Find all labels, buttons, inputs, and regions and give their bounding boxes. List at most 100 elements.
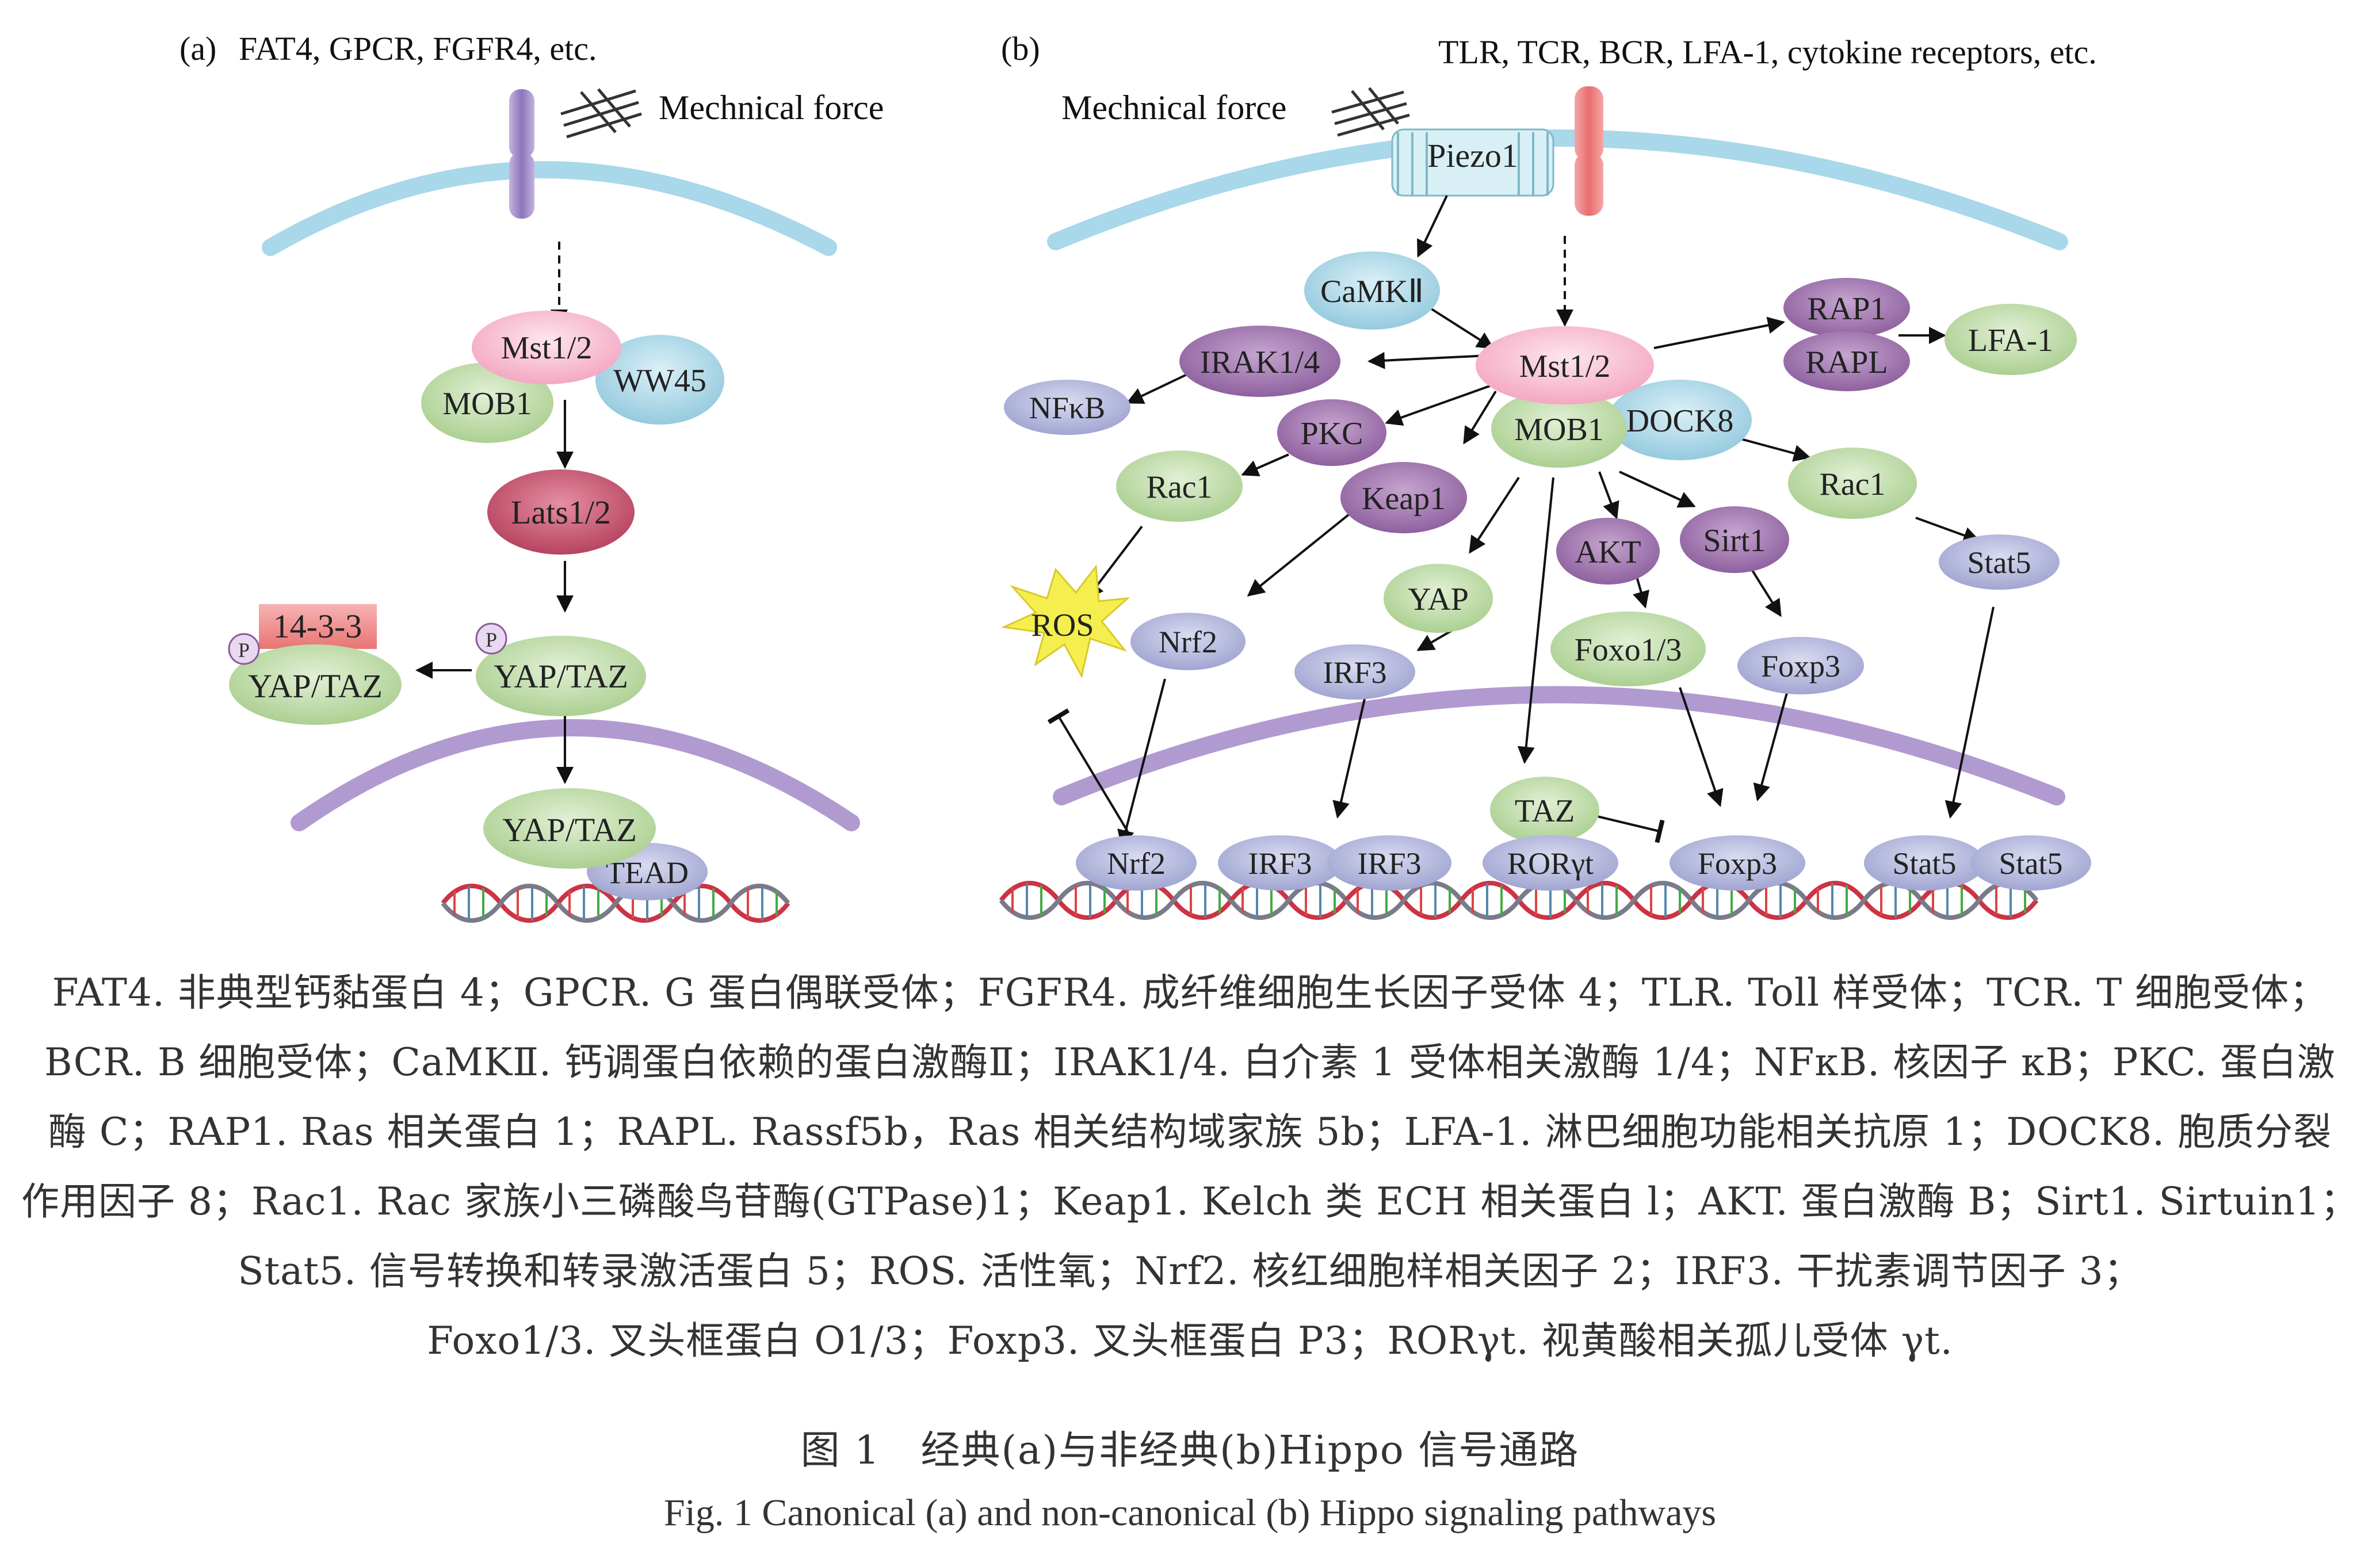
- label-taz: TAZ: [1515, 793, 1575, 829]
- label-14-3-3: 14-3-3: [273, 608, 362, 645]
- label-piezo1: Piezo1: [1427, 137, 1518, 174]
- node-yap-taz-nuc-a: [483, 788, 656, 869]
- label-mst-a: Mst1/2: [501, 330, 593, 366]
- label-stat5-cyto: Stat5: [1967, 545, 2031, 580]
- cell-membrane-b: [1047, 129, 2068, 250]
- label-foxp3-cyto: Foxp3: [1761, 649, 1840, 683]
- panel-a-receptors: FAT4, GPCR, FGFR4, etc.: [239, 30, 597, 67]
- panel-b-receptors: TLR, TCR, BCR, LFA-1, cytokine receptors…: [1438, 33, 2097, 71]
- node-akt: [1556, 518, 1660, 585]
- node-rorgt: [1483, 835, 1618, 891]
- node-14-3-3: [259, 604, 377, 649]
- node-mob1-a: [421, 362, 553, 443]
- legend-line-4: 作用因子 8；Rac1. Rac 家族小三磷酸鸟苷酶(GTPase)1；Keap…: [21, 1179, 2359, 1224]
- label-irf3-nuc-2: IRF3: [1357, 846, 1421, 881]
- label-rorgt: RORγt: [1507, 846, 1594, 881]
- label-rap1: RAP1: [1808, 291, 1886, 327]
- label-rac1-right: Rac1: [1819, 467, 1885, 502]
- node-sirt1: [1680, 506, 1789, 573]
- mechanical-force-icon: [560, 88, 642, 139]
- node-yap-b: [1384, 564, 1493, 633]
- force-label-b: Mechnical force: [1061, 89, 1286, 127]
- phospho-icon-1: [475, 622, 507, 655]
- label-pkc: PKC: [1301, 416, 1363, 452]
- figure-title-cn: 图 1 经典(a)与非经典(b)Hippo 信号通路: [800, 1428, 1580, 1473]
- node-rap1: [1783, 278, 1910, 338]
- label-mob1-a: MOB1: [442, 386, 532, 422]
- node-rapl: [1783, 331, 1910, 391]
- panel-a: (a) FAT4, GPCR, FGFR4, etc. Mechnical fo…: [179, 30, 884, 920]
- phospho-label-1: P: [486, 628, 497, 651]
- node-lats-a: [487, 469, 635, 555]
- node-irf3-cyto: [1294, 644, 1415, 700]
- receptor-b: [1575, 86, 1603, 216]
- label-keap1: Keap1: [1362, 481, 1446, 517]
- node-ww45-a: [595, 335, 724, 425]
- ros-burst: [1000, 564, 1130, 679]
- node-yap-taz-cyto-a: [229, 644, 402, 725]
- node-foxp3-nuc: [1670, 835, 1805, 891]
- label-yap-taz-p-a: YAP/TAZ: [494, 658, 628, 695]
- node-stat5-cyto: [1939, 534, 2060, 590]
- node-keap1: [1340, 462, 1467, 533]
- label-camk2: CaMKⅡ: [1320, 274, 1424, 310]
- node-nfkb: [1004, 380, 1130, 435]
- node-lfa1: [1945, 304, 2077, 375]
- arrows-a: [415, 242, 574, 784]
- label-yap-taz-cyto-a: YAP/TAZ: [248, 667, 383, 705]
- node-mst-b: [1476, 326, 1654, 404]
- node-yap-taz-p-a: [476, 636, 646, 716]
- label-yap-taz-nuc-a: YAP/TAZ: [502, 811, 637, 849]
- receptor-a: [509, 89, 534, 219]
- phospho-icon-2: [228, 633, 260, 665]
- legend: FAT4. 非典型钙黏蛋白 4；GPCR. G 蛋白偶联受体；FGFR4. 成纤…: [0, 958, 2380, 1376]
- label-sirt1: Sirt1: [1703, 523, 1766, 559]
- legend-line-3: 酶 C；RAP1. Ras 相关蛋白 1；RAPL. Rassf5b，Ras 相…: [48, 1110, 2332, 1154]
- label-lats-a: Lats1/2: [511, 494, 611, 531]
- label-rac1-left: Rac1: [1146, 469, 1212, 505]
- node-foxo: [1550, 612, 1706, 686]
- label-stat5-nuc-2: Stat5: [1999, 846, 2062, 881]
- legend-line-5: Stat5. 信号转换和转录激活蛋白 5；ROS. 活性氧；Nrf2. 核红细胞…: [238, 1249, 2142, 1293]
- hippo-pathway-diagram: (a) FAT4, GPCR, FGFR4, etc. Mechnical fo…: [179, 30, 2097, 932]
- force-label-a: Mechnical force: [659, 89, 884, 127]
- figure-title-en: Fig. 1 Canonical (a) and non-canonical (…: [663, 1492, 1717, 1534]
- nuclear-membrane-b: [1053, 686, 2065, 805]
- label-ww45-a: WW45: [613, 363, 706, 399]
- label-yap-b: YAP: [1408, 582, 1469, 617]
- label-ros: ROS: [1032, 608, 1094, 643]
- label-foxo: Foxo1/3: [1575, 632, 1682, 668]
- node-irf3-nuc-2: [1327, 835, 1451, 891]
- node-rac1-right: [1788, 448, 1917, 519]
- label-mob1-b: MOB1: [1514, 412, 1604, 448]
- panel-b: (b) TLR, TCR, BCR, LFA-1, cytokine recep…: [1001, 30, 2097, 918]
- label-lfa1: LFA-1: [1968, 323, 2053, 358]
- label-nrf2-nuc: Nrf2: [1107, 846, 1166, 881]
- mechanical-force-icon-b: [1331, 87, 1410, 137]
- node-nrf2-cyto: [1130, 613, 1246, 670]
- label-akt: AKT: [1575, 534, 1641, 570]
- label-rapl: RAPL: [1805, 345, 1888, 380]
- node-irak: [1179, 326, 1340, 397]
- legend-line-1: FAT4. 非典型钙黏蛋白 4；GPCR. G 蛋白偶联受体；FGFR4. 成纤…: [52, 971, 2328, 1015]
- piezo1-channel: [1391, 128, 1554, 197]
- node-rac1-left: [1116, 450, 1243, 522]
- node-stat5-nuc-2: [1970, 835, 2091, 891]
- panel-b-label: (b): [1001, 30, 1040, 67]
- panel-a-label: (a): [179, 30, 216, 67]
- legend-line-2: BCR. B 细胞受体；CaMKⅡ. 钙调蛋白依赖的蛋白激酶Ⅱ；IRAK1/4.…: [44, 1040, 2336, 1084]
- label-nrf2-cyto: Nrf2: [1159, 625, 1217, 659]
- label-mst-b: Mst1/2: [1519, 349, 1611, 384]
- node-mst-a: [472, 311, 621, 384]
- node-foxp3-cyto: [1737, 637, 1864, 694]
- node-pkc: [1277, 399, 1386, 466]
- node-dock8: [1608, 380, 1752, 460]
- label-foxp3-nuc: Foxp3: [1698, 846, 1777, 881]
- phospho-label-2: P: [238, 639, 250, 662]
- label-dock8: DOCK8: [1626, 403, 1734, 439]
- node-camk2: [1304, 251, 1440, 330]
- node-mob1-b: [1491, 389, 1627, 468]
- cell-membrane-a: [262, 161, 837, 256]
- label-nfkb: NFκB: [1029, 391, 1105, 425]
- label-irak: IRAK1/4: [1200, 345, 1320, 380]
